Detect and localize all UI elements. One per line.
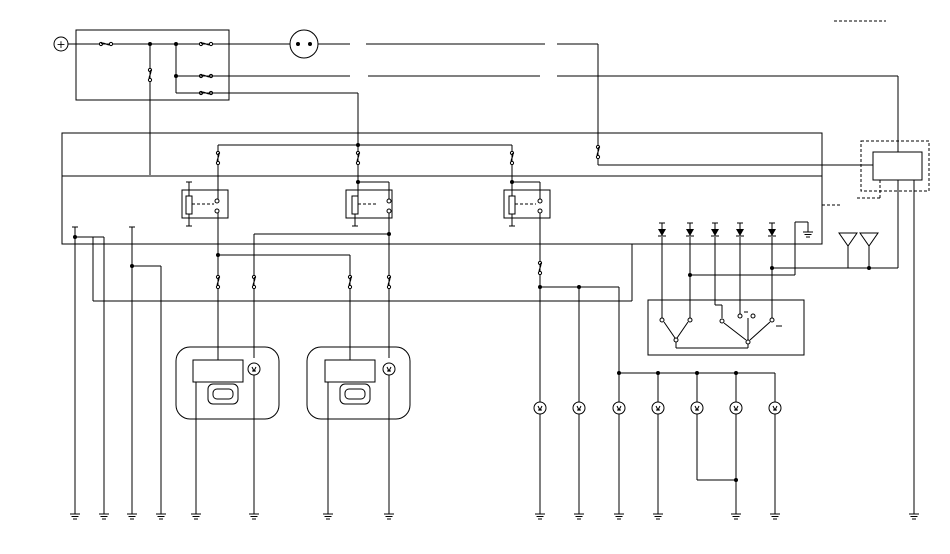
fuse-box-top <box>75 29 230 101</box>
ground-row <box>69 507 920 520</box>
fuse-10 <box>251 274 257 290</box>
relay-2 <box>345 180 393 227</box>
svg-text:+: + <box>56 38 65 51</box>
headlight-right <box>306 346 411 420</box>
flasher-module <box>860 140 930 192</box>
fuse-12 <box>386 274 392 290</box>
lamp-5 <box>690 401 704 415</box>
lamp-1 <box>533 401 547 415</box>
main-fuse <box>98 41 114 47</box>
headlight-left <box>175 346 280 420</box>
combination-switch <box>647 299 805 356</box>
fuse-1 <box>198 41 214 47</box>
diode-2 <box>685 228 695 237</box>
fuse-6 <box>215 150 221 166</box>
lamp-4 <box>651 401 665 415</box>
fuse-7 <box>355 150 361 166</box>
lamp-6 <box>729 401 743 415</box>
relay-3 <box>503 180 551 227</box>
diode-1 <box>657 228 667 237</box>
fuse-9 <box>215 274 221 290</box>
diode-3 <box>710 228 720 237</box>
horn-component <box>289 29 319 59</box>
battery-terminal: + <box>53 36 69 52</box>
fuse-4 <box>147 67 153 83</box>
relay-1 <box>181 181 229 227</box>
diode-5 <box>767 228 777 237</box>
indicator-lamps <box>838 232 879 247</box>
fuse-8 <box>509 150 515 166</box>
fuse-5 <box>595 144 601 160</box>
lamp-7 <box>768 401 782 415</box>
control-unit-box <box>61 132 823 245</box>
lamp-2 <box>572 401 586 415</box>
ground-box <box>802 225 814 238</box>
lamp-3 <box>612 401 626 415</box>
diode-4 <box>735 228 745 237</box>
fuse-13 <box>537 260 543 276</box>
fuse-11 <box>347 274 353 290</box>
